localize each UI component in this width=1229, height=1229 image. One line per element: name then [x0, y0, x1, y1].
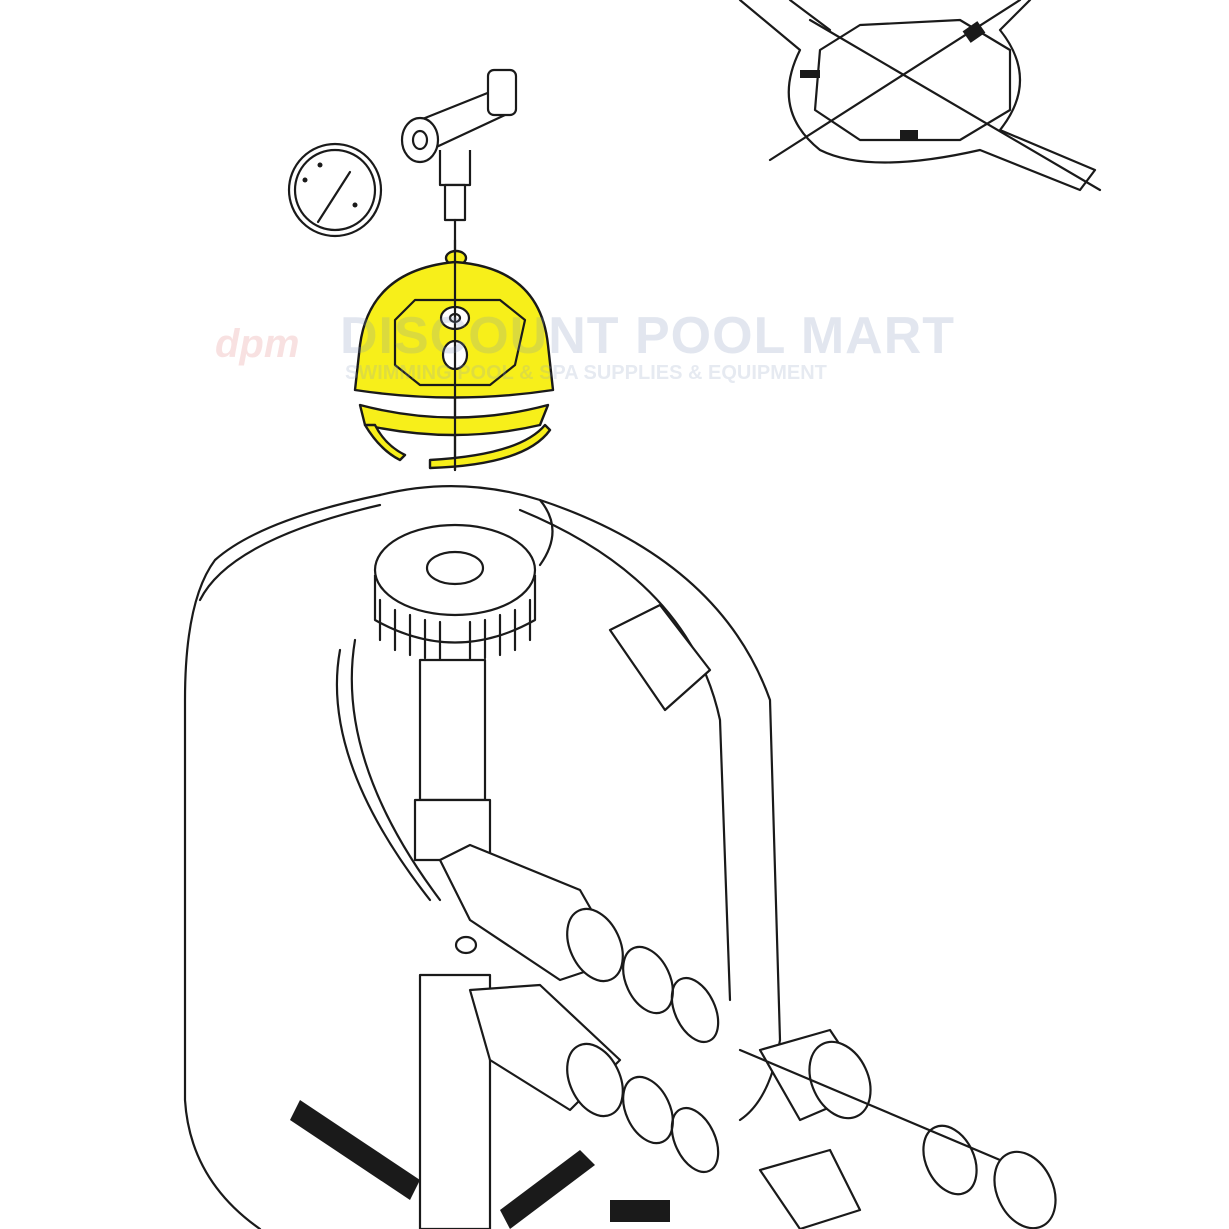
pressure-gauge	[287, 142, 383, 238]
watermark-logo: dpm	[215, 322, 300, 366]
wrench-tool	[738, 0, 1102, 192]
diffuser-head	[373, 523, 537, 662]
filter-tank	[183, 485, 782, 1229]
closure-dome-highlighted	[353, 238, 555, 472]
watermark-tagline: SWIMMING POOL & SPA SUPPLIES & EQUIPMENT	[345, 362, 827, 384]
lateral-pipes	[290, 658, 670, 1229]
watermark-brand: DISCOUNT POOL MART	[340, 307, 956, 365]
unions-and-fittings	[622, 945, 1057, 1229]
